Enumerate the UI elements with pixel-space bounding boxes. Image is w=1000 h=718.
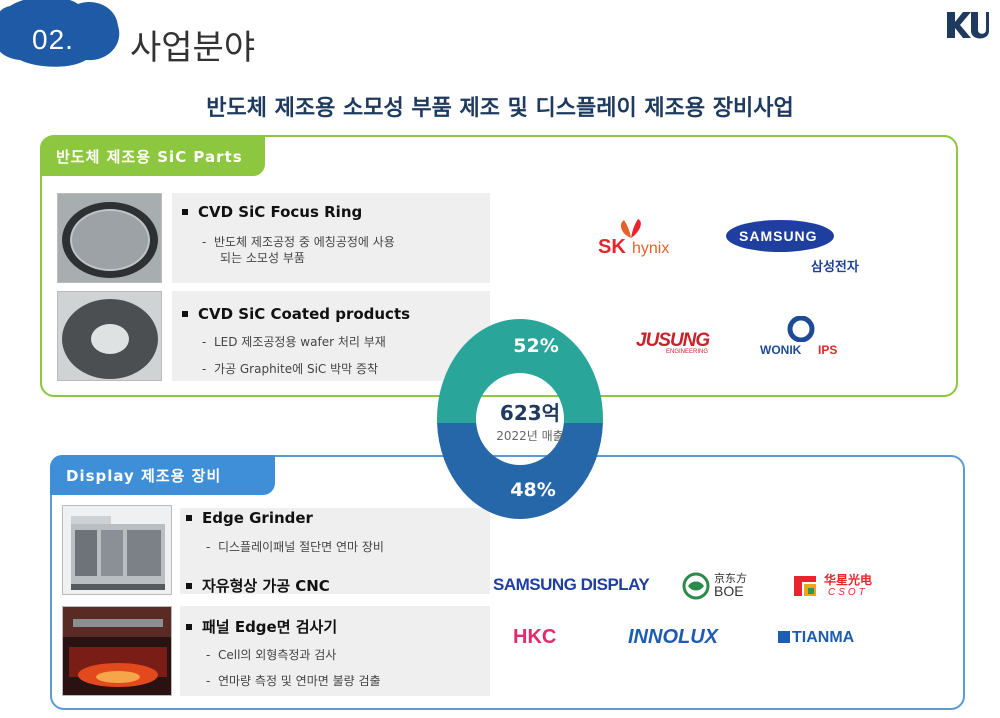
section-number: 02. bbox=[32, 24, 74, 55]
donut-segment-bottom bbox=[437, 423, 603, 520]
donut-label-bottom: 48% bbox=[510, 479, 556, 501]
boe-logo: 京东方 BOE bbox=[682, 570, 762, 602]
coated-product-card bbox=[172, 291, 490, 381]
product-edge-inspector: 패널 Edge면 검사기 bbox=[186, 616, 337, 637]
boe-globe-icon bbox=[682, 572, 710, 600]
product-detail: - 디스플레이패널 절단면 연마 장비 bbox=[206, 540, 384, 554]
product-edge-grinder: Edge Grinder bbox=[186, 509, 313, 527]
wonik-ring-icon bbox=[787, 316, 815, 342]
donut-center: 623억 2022년 매출 bbox=[475, 397, 585, 444]
product-detail: - Cell의 외형측정과 검사 bbox=[206, 648, 337, 662]
tianma-mark-icon bbox=[778, 631, 790, 643]
revenue-donut bbox=[437, 319, 603, 520]
wonik-ips-logo: WONIK IPS bbox=[760, 316, 845, 362]
focus-ring-card bbox=[172, 193, 490, 283]
edge-grinder-card bbox=[180, 508, 490, 594]
section-number-blob bbox=[0, 0, 120, 67]
product-detail: 되는 소모성 부품 bbox=[220, 251, 305, 265]
tianma-logo: TIANMA bbox=[778, 629, 854, 647]
display-tab: Display 제조용 장비 bbox=[50, 455, 275, 495]
samsung-display-logo: SAMSUNG DISPLAY bbox=[493, 575, 650, 594]
innolux-logo: INNOLUX bbox=[628, 626, 718, 648]
sk-hynix-logo: SK hynix bbox=[598, 218, 693, 273]
samsung-electronics-logo: SAMSUNG 삼성전자 bbox=[725, 218, 865, 274]
edge-inspector-card bbox=[180, 606, 490, 696]
edge-inspector-photo bbox=[62, 606, 172, 696]
company-logo bbox=[947, 12, 989, 39]
product-cnc: 자유형상 가공 CNC bbox=[186, 575, 330, 596]
product-detail: - 연마량 측정 및 연마면 불량 검출 bbox=[206, 674, 381, 688]
coated-product-photo bbox=[57, 291, 162, 381]
jusung-logo: JUSUNG ENGINEERING bbox=[636, 330, 710, 355]
donut-label-top: 52% bbox=[513, 335, 559, 357]
donut-segment-top bbox=[437, 319, 603, 423]
csot-mark-icon bbox=[794, 576, 816, 596]
product-detail: - 가공 Graphite에 SiC 박막 증착 bbox=[202, 362, 379, 376]
semiconductor-tab: 반도체 제조용 SiC Parts bbox=[40, 136, 265, 176]
revenue-total: 623억 bbox=[499, 401, 561, 425]
edge-grinder-photo bbox=[62, 505, 172, 595]
product-coated: CVD SiC Coated products bbox=[182, 305, 410, 323]
csot-logo: 华星光电 CSOT bbox=[790, 570, 890, 602]
focus-ring-photo bbox=[57, 193, 162, 283]
revenue-caption: 2022년 매출 bbox=[496, 429, 564, 443]
product-detail: - 반도체 제조공정 중 에칭공정에 사용 bbox=[202, 235, 395, 249]
headline: 반도체 제조용 소모성 부품 제조 및 디스플레이 제조용 장비사업 bbox=[206, 96, 794, 121]
sk-butterfly-icon bbox=[620, 219, 641, 238]
section-title: 사업분야 bbox=[130, 28, 256, 68]
hkc-logo: HKC bbox=[513, 626, 557, 648]
product-detail: - LED 제조공정용 wafer 처리 부재 bbox=[202, 335, 386, 349]
product-focus-ring: CVD SiC Focus Ring bbox=[182, 203, 362, 221]
